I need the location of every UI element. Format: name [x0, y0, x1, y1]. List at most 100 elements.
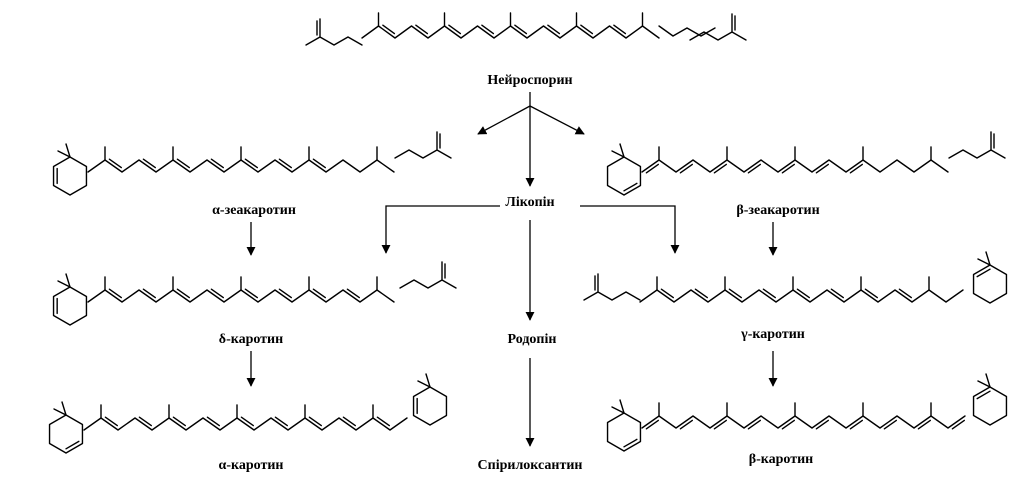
double-bond [346, 288, 360, 299]
cyclohexene-ring [52, 156, 88, 196]
arrow-neurosporene-beta-zeacarotene [529, 105, 585, 135]
double-bond [138, 416, 152, 427]
double-bond [312, 288, 326, 299]
label-neurosporene: Нейроспорин [487, 73, 573, 88]
double-bond [481, 24, 495, 35]
ring-double-bond [623, 438, 638, 448]
double-bond [830, 288, 844, 299]
double-bond [613, 24, 627, 35]
polyene-chain [87, 289, 395, 303]
double-bond [104, 416, 118, 427]
double-bond [762, 288, 776, 299]
double-bond [244, 288, 258, 299]
double-bond [382, 24, 396, 35]
double-bond [679, 163, 693, 174]
label-spirilloxanthin: Спірилоксантин [477, 458, 583, 473]
arrow-lycopene-gamma [580, 205, 680, 254]
double-bond [864, 288, 878, 299]
double-bond [815, 419, 829, 430]
acyclic-tail [658, 25, 716, 37]
double-bond [108, 158, 122, 169]
molecule-beta-carotene [606, 373, 1008, 452]
double-bond [244, 158, 258, 169]
double-bond [781, 419, 795, 430]
double-bond [142, 288, 156, 299]
double-bond [278, 288, 292, 299]
double-bond [415, 24, 429, 35]
ring-double-bond [976, 268, 991, 278]
molecule-neurosporene [305, 12, 747, 46]
double-bond [694, 288, 708, 299]
double-bond [172, 416, 186, 427]
label-alpha-carotene: α-каротин [218, 458, 284, 473]
double-bond [781, 163, 795, 174]
double-bond [240, 416, 254, 427]
double-bond [176, 288, 190, 299]
label-alpha-zeacarotene: α-зеакаротин [212, 203, 296, 218]
gem-dimethyl [53, 401, 67, 416]
double-bond [849, 163, 863, 174]
cyclohexene-ring [972, 386, 1008, 426]
acyclic-end [394, 131, 452, 159]
arrow-neurosporene-alpha-zeacarotene [477, 105, 531, 135]
double-bond [917, 419, 931, 430]
ring-double-bond [976, 390, 991, 400]
cyclohexene-ring [972, 264, 1008, 304]
double-bond [815, 163, 829, 174]
double-bond [645, 419, 659, 430]
acyclic-end [583, 273, 641, 301]
arrow-lycopene-delta [381, 205, 500, 254]
gem-dimethyl [611, 399, 625, 414]
ring-double-bond [65, 440, 80, 450]
label-lycopene: Лікопін [505, 195, 555, 210]
double-bond [713, 163, 727, 174]
double-bond [645, 163, 659, 174]
double-bond [210, 288, 224, 299]
double-bond [547, 24, 561, 35]
double-bond [951, 419, 965, 430]
acyclic-end [948, 131, 1006, 159]
polyene-chain [87, 159, 395, 173]
acyclic-end [305, 18, 363, 46]
molecule-beta-zeacarotene [606, 131, 1006, 196]
gem-dimethyl [977, 373, 991, 388]
label-delta-carotene: δ-каротин [218, 332, 284, 347]
label-rhodopin: Родопін [507, 332, 557, 347]
double-bond [206, 416, 220, 427]
double-bond [514, 24, 528, 35]
ring-double-bond [623, 182, 638, 192]
polyene-chain [639, 289, 964, 303]
double-bond [210, 158, 224, 169]
polyene-chain [641, 415, 966, 429]
label-beta-zeacarotene: β-зеакаротин [736, 203, 820, 218]
double-bond [342, 416, 356, 427]
double-bond [713, 419, 727, 430]
double-bond [142, 158, 156, 169]
double-bond [898, 288, 912, 299]
double-bond [660, 288, 674, 299]
molecule-alpha-carotene [48, 373, 448, 454]
double-bond [747, 419, 761, 430]
cyclohexene-ring [606, 412, 642, 452]
double-bond [679, 419, 693, 430]
double-bond [108, 288, 122, 299]
polyene-chain [361, 25, 660, 39]
cyclohexene-ring [606, 156, 642, 196]
acyclic-end [399, 261, 457, 289]
double-bond [448, 24, 462, 35]
cyclohexene-ring [412, 386, 448, 426]
double-bond [312, 158, 326, 169]
polyene-chain [641, 159, 949, 173]
cyclohexene-ring [52, 286, 88, 326]
double-bond [728, 288, 742, 299]
double-bond [308, 416, 322, 427]
molecule-alpha-zeacarotene [52, 131, 452, 196]
acyclic-end [689, 13, 747, 41]
double-bond [883, 419, 897, 430]
gem-dimethyl [57, 273, 71, 288]
label-beta-carotene: β-каротин [748, 452, 814, 467]
gem-dimethyl [57, 143, 71, 158]
double-bond [580, 24, 594, 35]
double-bond [376, 416, 390, 427]
